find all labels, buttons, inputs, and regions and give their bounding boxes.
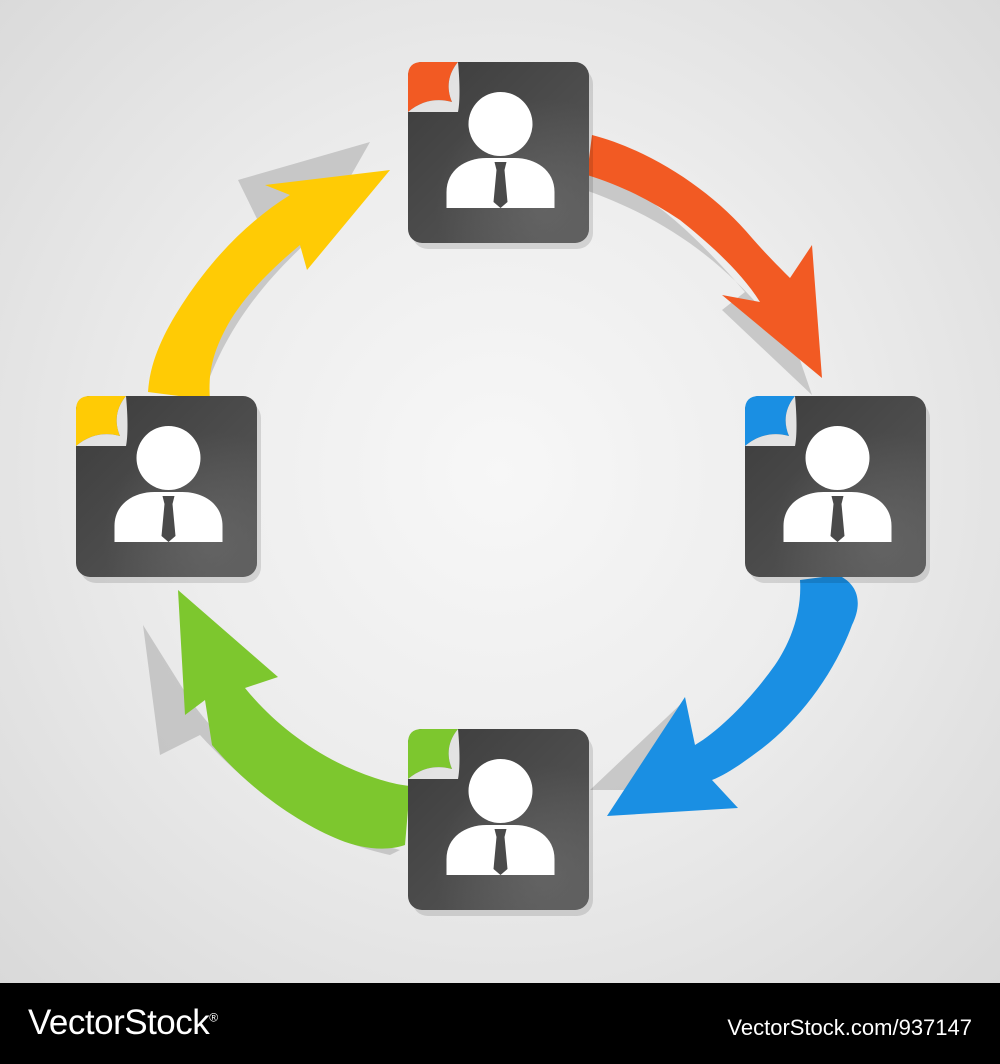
folded-corner [408,62,458,112]
blue-arrow [607,575,858,816]
person-card-bottom [408,729,593,916]
red-arrow [587,135,822,378]
person-card-left [76,396,261,583]
cycle-diagram [76,62,930,916]
folded-corner [76,396,126,446]
corner-curl [408,729,460,779]
person-icon [446,759,555,875]
yellow-arrow [148,170,390,400]
red-arrow-shadow [585,165,812,395]
person-cards [76,62,930,916]
corner-curl [408,62,460,112]
person-icon [446,92,555,208]
brand-mark: ® [209,1010,218,1025]
person-icon [114,426,223,542]
image-credit: VectorStock.com/937147 [727,1015,972,1040]
corner-curl [76,396,128,446]
person-card-right [745,396,930,583]
tie-shape [830,496,845,542]
tie-shape [493,162,508,208]
brand-logo: VectorStock® [28,1003,218,1043]
green-arrow [178,590,410,849]
tie-shape [161,496,176,542]
corner-curl [745,396,797,446]
tie-shape [493,829,508,875]
footer-bar: VectorStock® VectorStock.com/937147 [0,983,1000,1064]
brand-name: VectorStock [28,1003,210,1042]
folded-corner [408,729,458,779]
person-icon [783,426,892,542]
diagram-canvas [0,0,1000,983]
person-card-top [408,62,593,249]
folded-corner [745,396,795,446]
cycle-arrows [148,135,858,849]
